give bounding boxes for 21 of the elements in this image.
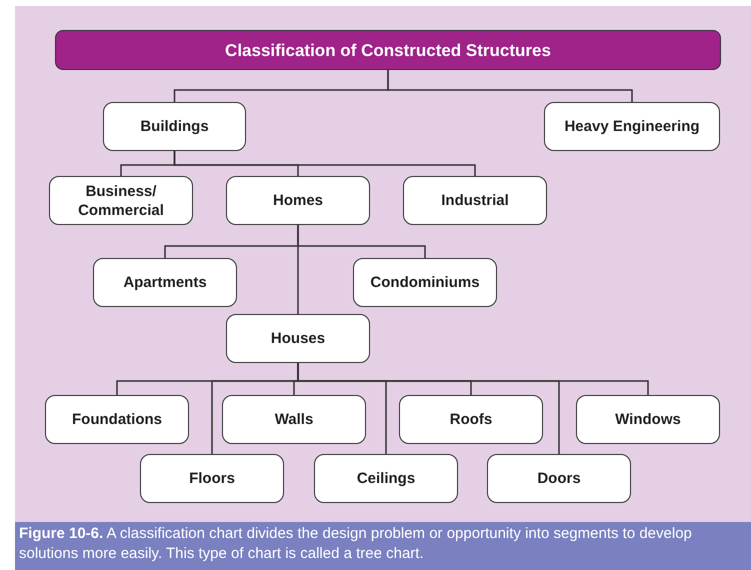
category-box: Floors <box>140 454 284 503</box>
category-box: Industrial <box>403 176 547 225</box>
category-box: Condominiums <box>353 258 497 307</box>
category-box: Doors <box>487 454 631 503</box>
connector-line <box>174 151 476 176</box>
category-box: Windows <box>576 395 720 444</box>
category-box: Ceilings <box>314 454 458 503</box>
category-box: Houses <box>226 314 370 363</box>
category-box: Apartments <box>93 258 237 307</box>
connector-line <box>387 70 633 102</box>
connector-line <box>297 225 299 314</box>
title-box: Classification of Constructed Structures <box>55 30 721 70</box>
category-box: Roofs <box>399 395 543 444</box>
category-box: Foundations <box>45 395 189 444</box>
category-box: Homes <box>226 176 370 225</box>
category-box: Walls <box>222 395 366 444</box>
connector-line <box>297 363 560 454</box>
category-box: Buildings <box>103 102 246 151</box>
figure-caption: Figure 10-6. A classification chart divides the design problem or opportunity into segments to develop solutions more easily. This type of chart is called a tree chart. <box>15 522 751 570</box>
category-box: Heavy Engineering <box>544 102 720 151</box>
category-box: Business/ Commercial <box>49 176 193 225</box>
